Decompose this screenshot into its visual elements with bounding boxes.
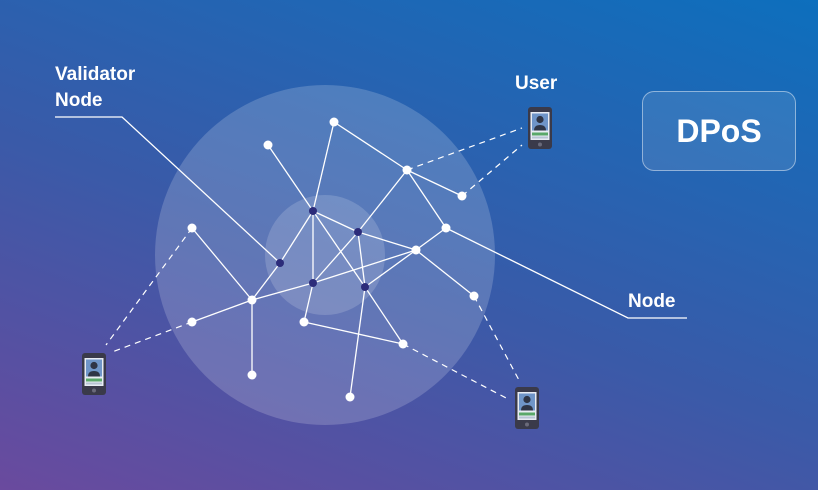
validator-node (309, 279, 317, 287)
validator-callout-line (55, 116, 281, 264)
dpos-badge: DPoS (642, 91, 796, 171)
node (402, 165, 412, 175)
node (398, 339, 408, 349)
user-label: User (515, 73, 558, 94)
inner-halo (265, 195, 385, 315)
node (263, 140, 273, 150)
validator-node (361, 283, 369, 291)
validator-node-label: Validator Node (55, 64, 136, 111)
node (469, 291, 479, 301)
node (345, 392, 355, 402)
node-callout-line (445, 227, 687, 319)
node (187, 223, 197, 233)
callout-lines (55, 116, 687, 319)
node (187, 317, 197, 327)
user-connections (105, 127, 523, 401)
phone-user-icon (528, 107, 552, 149)
validator-node (354, 228, 362, 236)
validator-node (276, 259, 284, 267)
node-label: Node (628, 291, 676, 312)
phone-user-icon (82, 353, 106, 395)
node (247, 370, 257, 380)
validator-node (309, 207, 317, 215)
validator-nodes (276, 207, 369, 291)
node (457, 191, 467, 201)
node (411, 245, 421, 255)
phone-user-icon (515, 387, 539, 429)
network-nodes (187, 117, 479, 402)
node (247, 295, 257, 305)
node (441, 223, 451, 233)
network-edges (191, 121, 475, 398)
node (329, 117, 339, 127)
node (299, 317, 309, 327)
